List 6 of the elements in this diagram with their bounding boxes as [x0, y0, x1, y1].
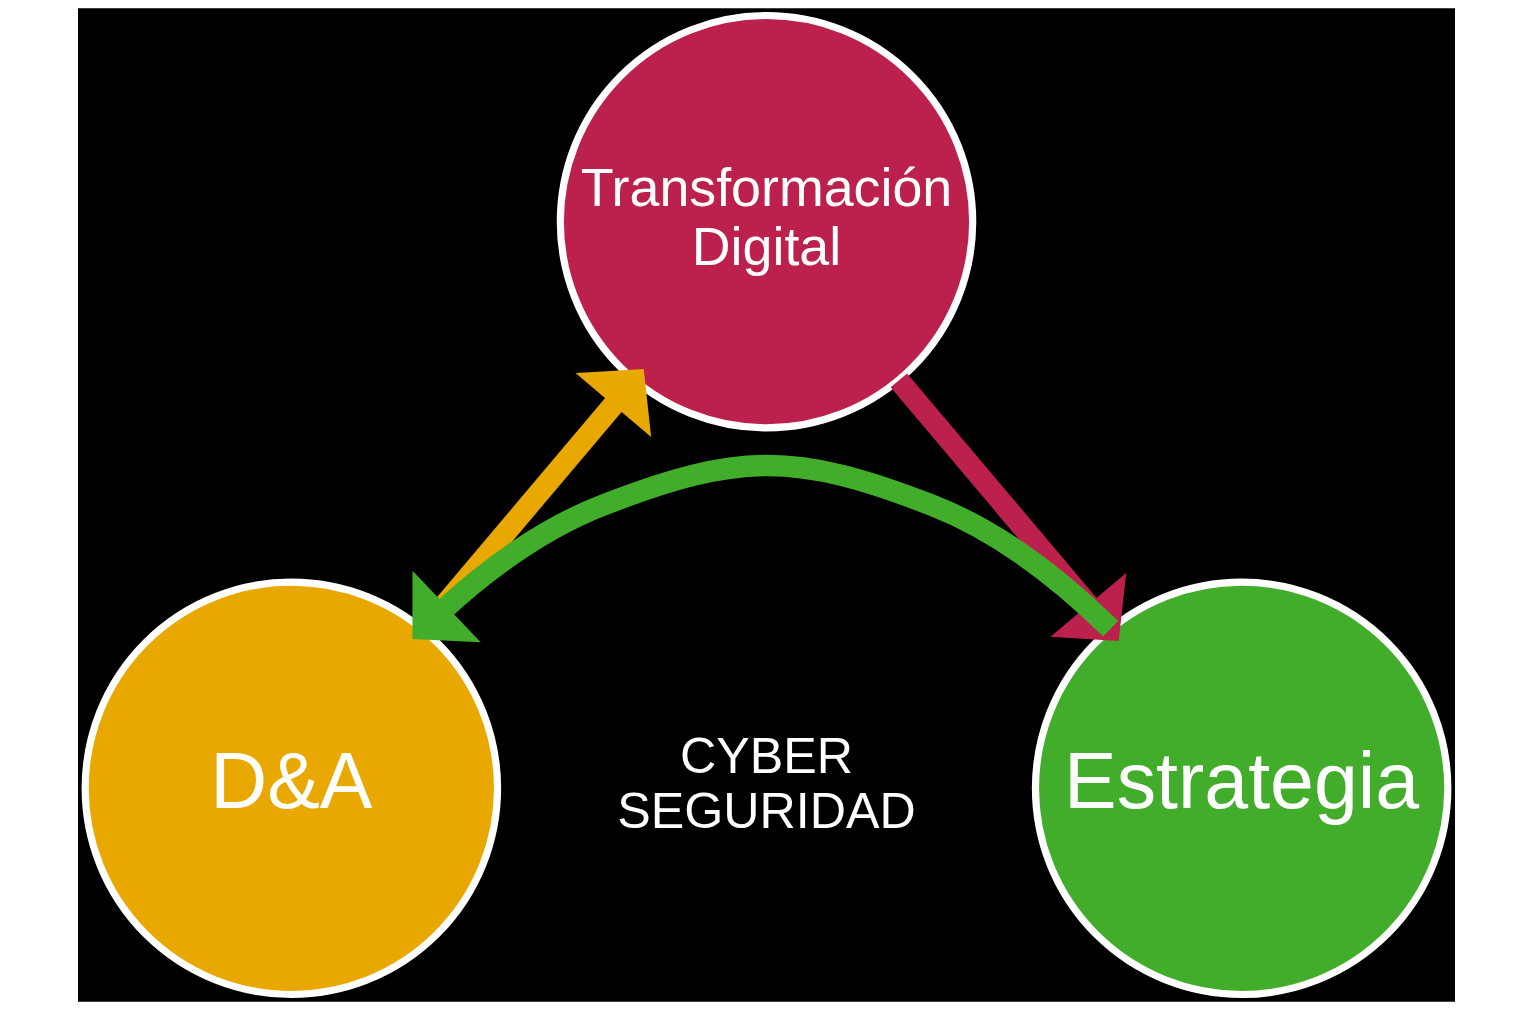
label: CYBER SEGURIDAD — [617, 727, 916, 840]
node-circle: Estrategia — [1031, 578, 1452, 999]
node-circle: Transformación Digital — [556, 11, 977, 432]
arrow — [412, 454, 1119, 643]
node-circle: D&A — [81, 578, 502, 999]
arrow — [890, 373, 1127, 641]
